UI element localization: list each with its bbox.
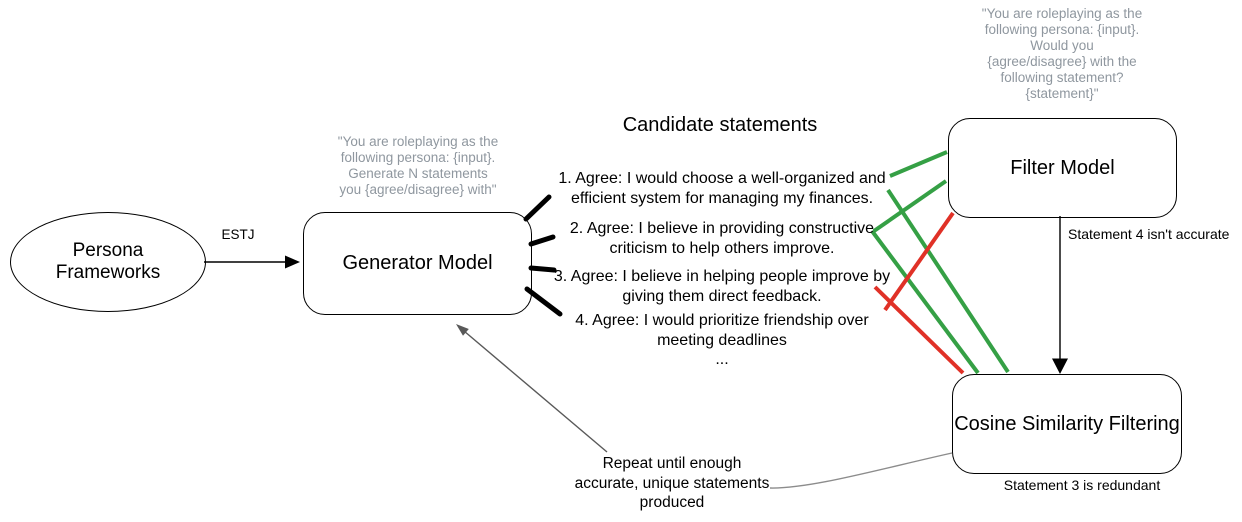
- generator-model-label: Generator Model: [342, 252, 493, 274]
- candidate-statement-2: 2. Agree: I believe in providing constru…: [569, 220, 875, 257]
- cosine-similarity-node: Cosine Similarity Filtering: [952, 374, 1182, 474]
- filter-prompt-text: "You are roleplaying as the following pe…: [981, 6, 1143, 101]
- candidate-statements-ellipsis: ...: [715, 351, 729, 368]
- persona-frameworks-label: Persona Frameworks: [55, 240, 161, 283]
- candidate-statements-title: Candidate statements: [622, 114, 818, 136]
- cosine-similarity-label: Cosine Similarity Filtering: [954, 412, 1180, 435]
- filter-model-label: Filter Model: [1010, 156, 1115, 179]
- persona-frameworks-node: Persona Frameworks: [10, 212, 206, 312]
- filter-model-node: Filter Model: [948, 118, 1177, 218]
- filter-rejection-label: Statement 4 isn't accurate: [1068, 226, 1230, 242]
- filter-to-cosine-arrow: [1052, 216, 1068, 374]
- repeat-loop-label: Repeat until enough accurate, unique sta…: [574, 455, 770, 511]
- generator-prompt-text: "You are roleplaying as the following pe…: [337, 134, 499, 197]
- candidate-statement-1: 1. Agree: I would choose a well-organize…: [558, 170, 886, 207]
- generator-model-node: Generator Model: [303, 212, 532, 315]
- estj-edge-label: ESTJ: [221, 227, 255, 242]
- persona-to-generator-arrow: [204, 255, 300, 269]
- candidate-statement-3: 3. Agree: I believe in helping people im…: [553, 268, 891, 305]
- cosine-rejection-label: Statement 3 is redundant: [1003, 477, 1161, 493]
- candidate-statement-4: 4. Agree: I would prioritize friendship …: [575, 312, 869, 349]
